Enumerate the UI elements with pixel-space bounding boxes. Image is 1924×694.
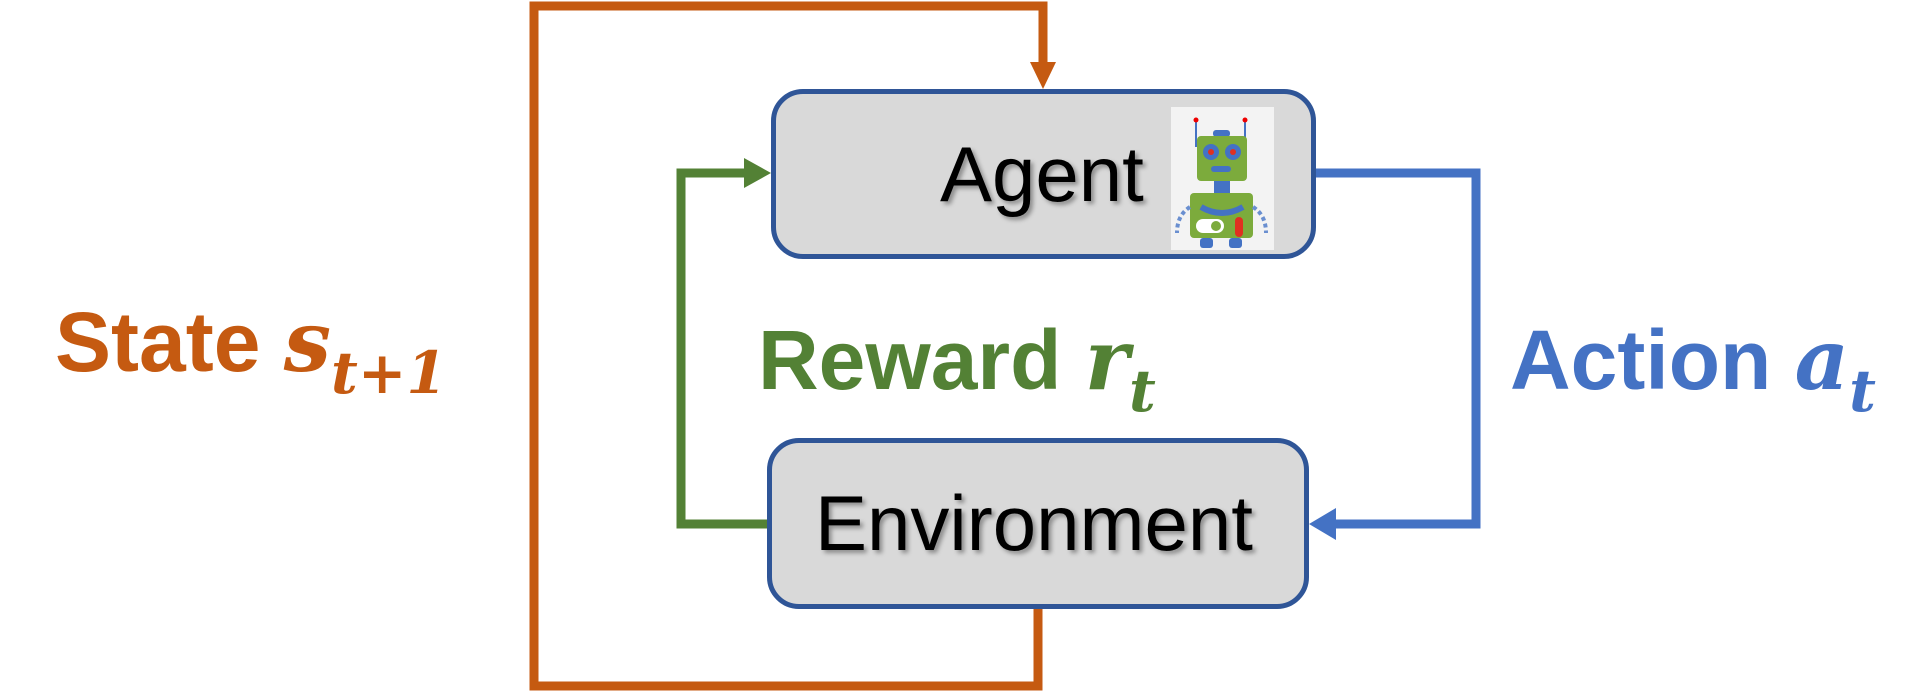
state-subscript: t+1 bbox=[331, 339, 447, 407]
state-symbol: s bbox=[283, 292, 332, 391]
action-label: Action at bbox=[1510, 310, 1876, 425]
robot-icon bbox=[1171, 107, 1274, 250]
reward-label: Reward rt bbox=[758, 310, 1156, 425]
action-word: Action bbox=[1510, 313, 1772, 407]
environment-label: Environment bbox=[815, 479, 1253, 567]
action-subscript: t bbox=[1849, 357, 1876, 425]
state-label: State st+1 bbox=[55, 292, 447, 407]
agent-label: Agent bbox=[940, 129, 1144, 218]
reward-symbol: r bbox=[1084, 310, 1130, 409]
state-arrowhead bbox=[1030, 62, 1056, 89]
reward-arrowhead bbox=[744, 158, 771, 188]
reward-arrow bbox=[676, 168, 769, 529]
action-arrow bbox=[1316, 168, 1481, 529]
state-arrow bbox=[529, 1, 1048, 691]
action-symbol: a bbox=[1794, 310, 1850, 409]
state-word: State bbox=[55, 295, 261, 389]
reward-subscript: t bbox=[1129, 357, 1156, 425]
action-arrowhead bbox=[1309, 508, 1336, 540]
reward-word: Reward bbox=[758, 313, 1062, 407]
environment-box: Environment bbox=[767, 438, 1309, 609]
